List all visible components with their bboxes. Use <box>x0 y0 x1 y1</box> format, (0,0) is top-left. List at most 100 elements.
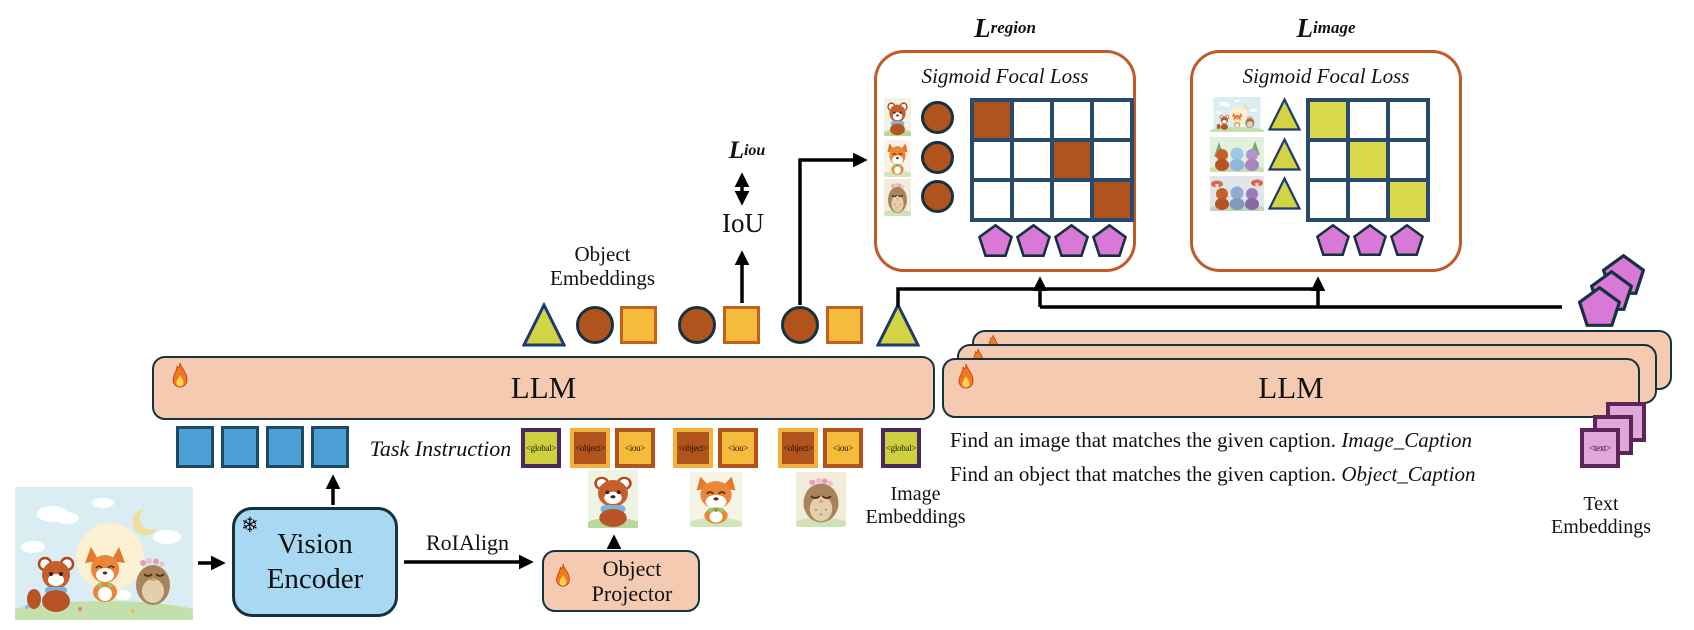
region-pentagon-1 <box>978 224 1013 257</box>
image-match-grid <box>1306 98 1430 222</box>
token-iou-2: <iou> <box>718 428 758 468</box>
region-pentagon-4 <box>1092 224 1127 257</box>
token-text-front: <text> <box>1580 428 1620 468</box>
caption-prompt-image-text: Find an image that matches the given cap… <box>950 428 1337 452</box>
grid-cell <box>1094 102 1130 138</box>
iou-op-label: IoU <box>722 207 764 238</box>
grid-cell <box>1094 142 1130 178</box>
vision-encoder-label: Vision Encoder <box>266 528 364 595</box>
loss-image-sub: image <box>1313 18 1356 37</box>
region-row-circle-2 <box>921 141 954 174</box>
object-projector-flame-icon <box>556 563 570 587</box>
roialign-label: RoIAlign <box>425 530 510 556</box>
region-row-circle-1 <box>921 101 954 134</box>
grid-cell <box>1094 182 1130 218</box>
task-embedding-square-1 <box>176 426 214 468</box>
loss-image-base: L <box>1296 12 1314 43</box>
grid-cell <box>1054 142 1090 178</box>
grid-cell <box>1310 102 1346 138</box>
snowflake-icon: ❄ <box>241 513 259 537</box>
region-row-circle-3 <box>921 180 954 213</box>
embedding-circle-object-3 <box>781 306 819 344</box>
region-pentagon-2 <box>1016 224 1051 257</box>
region-pentagon-3 <box>1054 224 1089 257</box>
grid-cell <box>1390 142 1426 178</box>
token-global-2: <global> <box>881 428 921 468</box>
image-pentagon-1 <box>1316 224 1350 256</box>
left-llm-flame-icon <box>172 362 188 388</box>
image-pentagon-3 <box>1390 224 1424 256</box>
loss-region-sub: region <box>990 18 1036 37</box>
image-embeddings-label: Image Embeddings <box>865 483 966 528</box>
token-object-3: <object> <box>778 428 818 468</box>
image-row-triangle-2 <box>1268 135 1301 174</box>
text-embeddings-label: Text Embeddings <box>1551 493 1651 538</box>
token-object-2: <object> <box>673 428 713 468</box>
right-llm-label: LLM <box>1258 370 1324 405</box>
text-pentagon-front <box>1578 286 1621 327</box>
grid-cell <box>1350 102 1386 138</box>
grid-cell <box>1054 182 1090 218</box>
caption-prompt-object: Find an object that matches the given ca… <box>950 462 1475 487</box>
caption-prompt-image: Find an image that matches the given cap… <box>950 428 1472 453</box>
grid-cell <box>1350 142 1386 178</box>
task-embedding-square-3 <box>266 426 304 468</box>
embedding-square-iou-1 <box>620 306 657 344</box>
input-image <box>15 487 193 620</box>
grid-cell <box>1014 142 1050 178</box>
object-embeddings-label: Object Embeddings <box>550 241 655 290</box>
embedding-circle-object-2 <box>678 306 716 344</box>
object-projector-label: Object Projector <box>591 555 673 606</box>
grid-cell <box>1390 102 1426 138</box>
region-focal-title: Sigmoid Focal Loss <box>921 63 1089 88</box>
grid-cell <box>974 102 1010 138</box>
vision-encoder-box: Vision Encoder <box>232 507 398 617</box>
image-row-triangle-3 <box>1268 174 1301 213</box>
caption-prompt-object-text: Find an object that matches the given ca… <box>950 462 1337 486</box>
arrow-circle-to-region-loss <box>798 152 868 305</box>
left-llm-label: LLM <box>510 370 577 405</box>
line-triangle-to-image-loss <box>896 287 1318 307</box>
region-thumb-owl <box>884 179 911 216</box>
embedding-triangle-global-1 <box>522 303 566 347</box>
token-iou-1: <iou> <box>615 428 655 468</box>
token-global-1: <global> <box>521 428 561 468</box>
caption-prompt-object-var: Object_Caption <box>1341 462 1476 486</box>
region-match-grid <box>970 98 1134 222</box>
region-thumb-fox <box>884 140 911 177</box>
embedding-circle-object-1 <box>576 306 614 344</box>
grid-cell <box>1310 142 1346 178</box>
embedding-square-iou-3 <box>826 306 863 344</box>
image-pentagon-2 <box>1353 224 1387 256</box>
image-thumb-scene2 <box>1210 137 1264 172</box>
grid-cell <box>1054 102 1090 138</box>
grid-cell <box>1014 182 1050 218</box>
token-iou-3: <iou> <box>823 428 863 468</box>
task-instruction-label: Task Instruction <box>369 436 512 462</box>
left-llm-box: LLM <box>152 356 935 420</box>
token-object-1: <object> <box>570 428 610 468</box>
loss-iou-sub: iou <box>743 142 766 159</box>
caption-prompt-image-var: Image_Caption <box>1341 428 1472 452</box>
grid-cell <box>974 142 1010 178</box>
embedding-square-iou-2 <box>723 306 760 344</box>
task-embedding-square-4 <box>311 426 349 468</box>
image-thumb-scene3 <box>1210 176 1264 211</box>
grid-cell <box>1390 182 1426 218</box>
region-thumb-panda <box>884 98 911 136</box>
grid-cell <box>1014 102 1050 138</box>
task-embedding-square-2 <box>221 426 259 468</box>
image-focal-title: Sigmoid Focal Loss <box>1242 63 1410 88</box>
loss-iou-base: L <box>728 137 744 164</box>
loss-region-base: L <box>974 12 991 43</box>
grid-cell <box>1310 182 1346 218</box>
object-projector-box: Object Projector <box>542 550 700 612</box>
embedding-triangle-global-2 <box>876 303 920 347</box>
right-llm-box-front: LLM <box>942 358 1640 418</box>
image-row-triangle-1 <box>1268 95 1301 134</box>
object-image-fox <box>690 472 742 527</box>
